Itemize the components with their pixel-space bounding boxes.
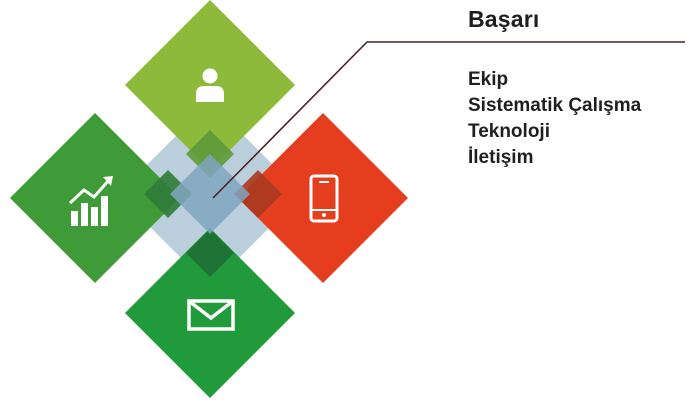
- list-item: Ekip: [468, 69, 509, 90]
- list-item: İletişim: [468, 147, 534, 168]
- overlap-left: [144, 170, 192, 218]
- user-icon: [196, 68, 224, 102]
- item-list: Ekip Sistematik Çalışma Teknoloji İletiş…: [468, 67, 641, 171]
- diamond-top: [125, 0, 295, 170]
- overlap-right: [234, 170, 282, 218]
- diamond-center: [170, 154, 250, 234]
- diagram-title: Başarı: [468, 6, 540, 32]
- overlap-bottom: [186, 229, 234, 277]
- list-item: Sistematik Çalışma: [468, 95, 642, 116]
- mobile-device-icon: [309, 174, 339, 223]
- list-item: Teknoloji: [468, 121, 550, 142]
- diamond-right: [238, 113, 408, 283]
- mail-icon: [187, 299, 235, 331]
- diamond-bottom: [125, 228, 295, 398]
- connector-line: [212, 41, 685, 199]
- growth-chart-icon: [68, 176, 113, 226]
